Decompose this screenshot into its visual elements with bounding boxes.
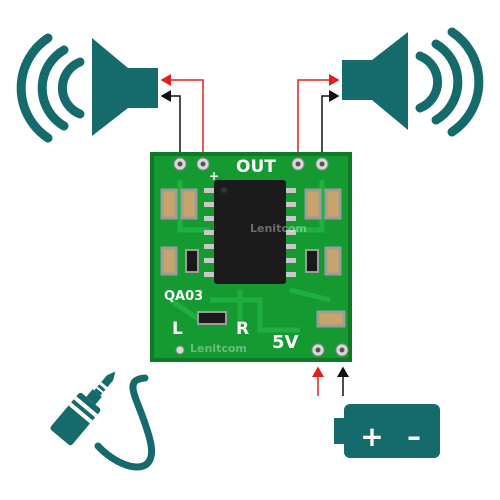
model-label: QA03 bbox=[164, 289, 203, 304]
power-label: 5V bbox=[272, 332, 299, 353]
pcb-board: OUT + QA03 L R 5V Lenitcom Lenitcom bbox=[150, 152, 352, 362]
battery-icon: + – bbox=[334, 404, 440, 458]
speaker-left-icon bbox=[16, 33, 158, 143]
battery-minus: – bbox=[407, 420, 421, 453]
smd-capacitors bbox=[160, 188, 346, 328]
left-speaker-wires bbox=[160, 74, 204, 162]
smd-resistors bbox=[185, 249, 319, 325]
right-channel-label: R bbox=[236, 319, 249, 339]
top-header-pins bbox=[173, 157, 329, 171]
watermark-text: Lenitcom bbox=[250, 222, 307, 235]
bottom-header-pins bbox=[175, 343, 349, 357]
speaker-right-icon bbox=[342, 27, 484, 137]
battery-plus: + bbox=[360, 420, 383, 453]
output-label: OUT bbox=[236, 157, 276, 177]
power-wires bbox=[312, 366, 349, 396]
watermark-text-lower: Lenitcom bbox=[190, 342, 247, 355]
amplifier-ic bbox=[204, 180, 296, 284]
plus-mark: + bbox=[209, 169, 219, 183]
audio-jack-icon bbox=[50, 371, 156, 471]
left-channel-label: L bbox=[172, 319, 183, 339]
right-speaker-wires bbox=[297, 74, 340, 162]
